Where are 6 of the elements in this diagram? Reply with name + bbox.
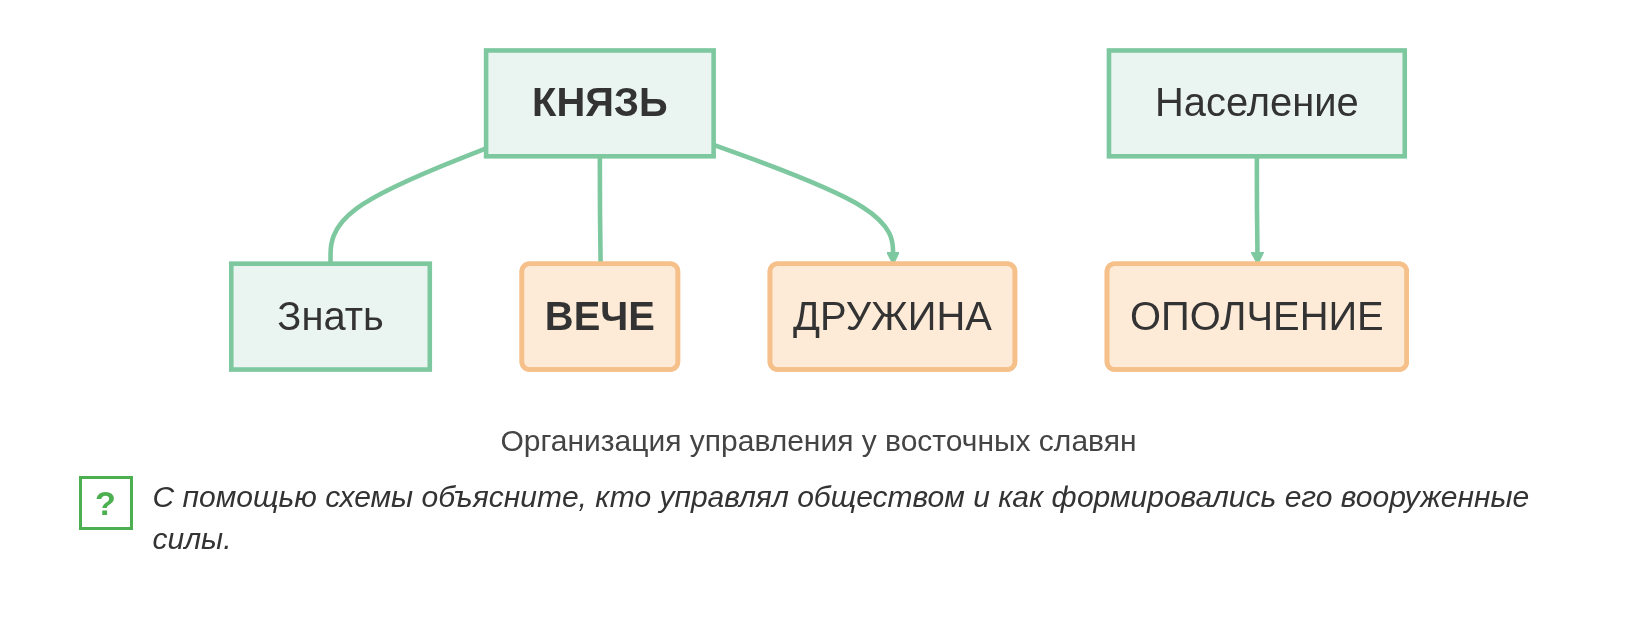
caption: Организация управления у восточных славян <box>500 424 1137 458</box>
node-box: КНЯЗЬ <box>483 48 716 159</box>
question-icon: ? <box>78 476 133 530</box>
node-box: Знать <box>228 261 432 372</box>
node-box: Население <box>1106 48 1407 159</box>
question-text: С помощью схемы объясните, кто управлял обществом и как формировались его вооруженные силы. <box>152 479 1531 557</box>
